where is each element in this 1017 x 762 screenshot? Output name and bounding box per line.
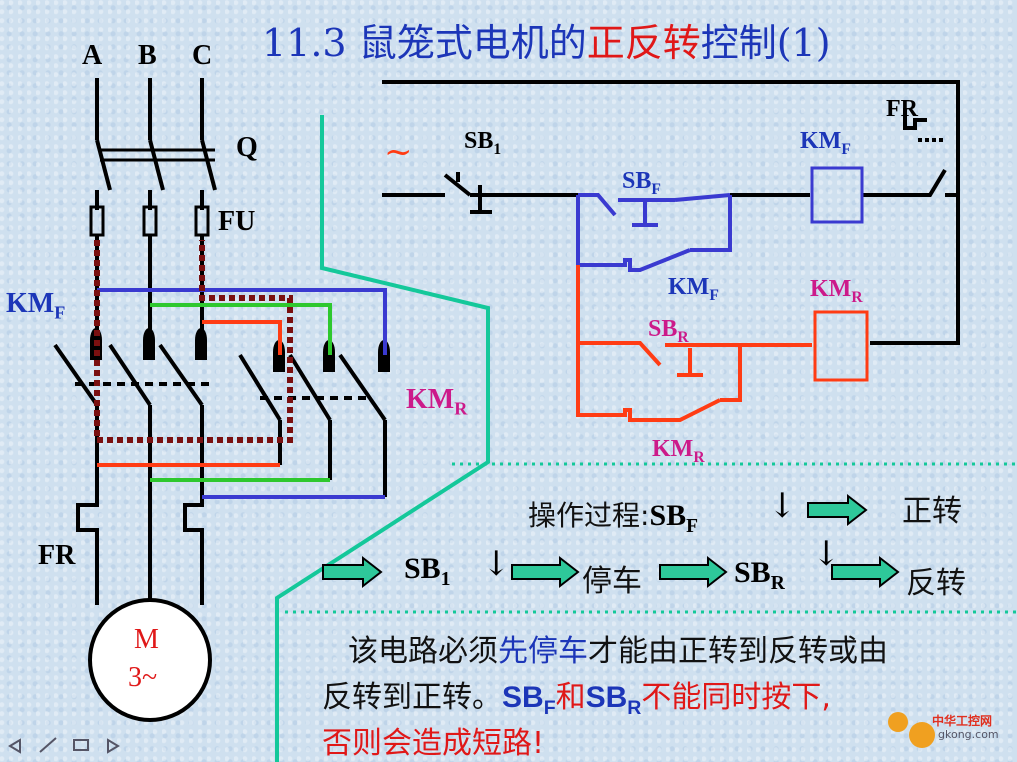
arrow-3 (511, 555, 580, 589)
page-title: 11.3 鼠笼式电机的正反转控制(1) (262, 21, 831, 65)
switch-q-label: Q (236, 132, 258, 163)
green-phase-wiring (150, 303, 332, 482)
fr-control-label: FR (886, 96, 918, 122)
process-down-arrow-2: ↓ (482, 544, 511, 584)
process-reverse: 反转 (906, 566, 966, 601)
process-stop: 停车 (582, 564, 642, 599)
sbr-label: SBR (648, 316, 689, 346)
kmf-contact-arcs (90, 328, 207, 360)
control-circuit-blue (576, 166, 864, 272)
sb1-label: SB1 (464, 128, 502, 158)
process-down-arrow-3: ↓ (812, 534, 841, 574)
process-sbr: SBR (734, 556, 785, 594)
arrow-5 (831, 555, 900, 589)
process-forward: 正转 (902, 494, 962, 529)
red-phase-wiring (97, 320, 282, 467)
watermark-gear-icon (888, 712, 935, 748)
sbf-label: SBF (622, 168, 661, 198)
process-arrows (322, 493, 900, 589)
note-line-3: 否则会造成短路! (322, 726, 545, 761)
process-label: 操作过程:SBF (528, 499, 699, 537)
arrow-2 (322, 555, 383, 589)
arrow-4 (659, 555, 728, 589)
kmf-power-label: KMF (6, 288, 66, 323)
process-sb1: SB1 (404, 552, 451, 590)
kmf-contact-label: KMF (668, 274, 719, 304)
motor-circle (88, 598, 212, 722)
arrow-1 (807, 493, 868, 527)
control-circuit-red (576, 265, 869, 422)
fr-power-label: FR (38, 540, 76, 571)
kmr-contact-label: KMR (652, 436, 705, 466)
note-line-1: 该电路必须先停车才能由正转到反转或由 (348, 634, 888, 669)
power-circuit-wiring (53, 78, 387, 605)
phase-b-label: B (138, 40, 157, 71)
fuse-label: FU (218, 206, 256, 237)
divider-line (275, 115, 490, 762)
process-down-arrow-1: ↓ (768, 486, 797, 526)
current-path-dotted (94, 240, 293, 443)
note-line-2: 反转到正转。SBF和SBR不能同时按下, (322, 680, 831, 719)
kmr-coil-label: KMR (810, 276, 863, 306)
motor-label-phase: 3~ (128, 662, 158, 693)
kmr-power-label: KMR (406, 384, 468, 419)
kmf-coil-label: KMF (800, 128, 851, 158)
watermark-text: 中华工控网 (932, 714, 993, 728)
ac-source-label: ~ (384, 132, 413, 172)
phase-a-label: A (82, 40, 103, 71)
slide-nav-icons (8, 737, 120, 754)
watermark-url: gkong.com (938, 728, 999, 741)
motor-label-m: M (134, 624, 159, 655)
control-circuit-black (382, 80, 960, 345)
phase-c-label: C (192, 40, 213, 71)
blue-phase-wiring (97, 288, 387, 499)
